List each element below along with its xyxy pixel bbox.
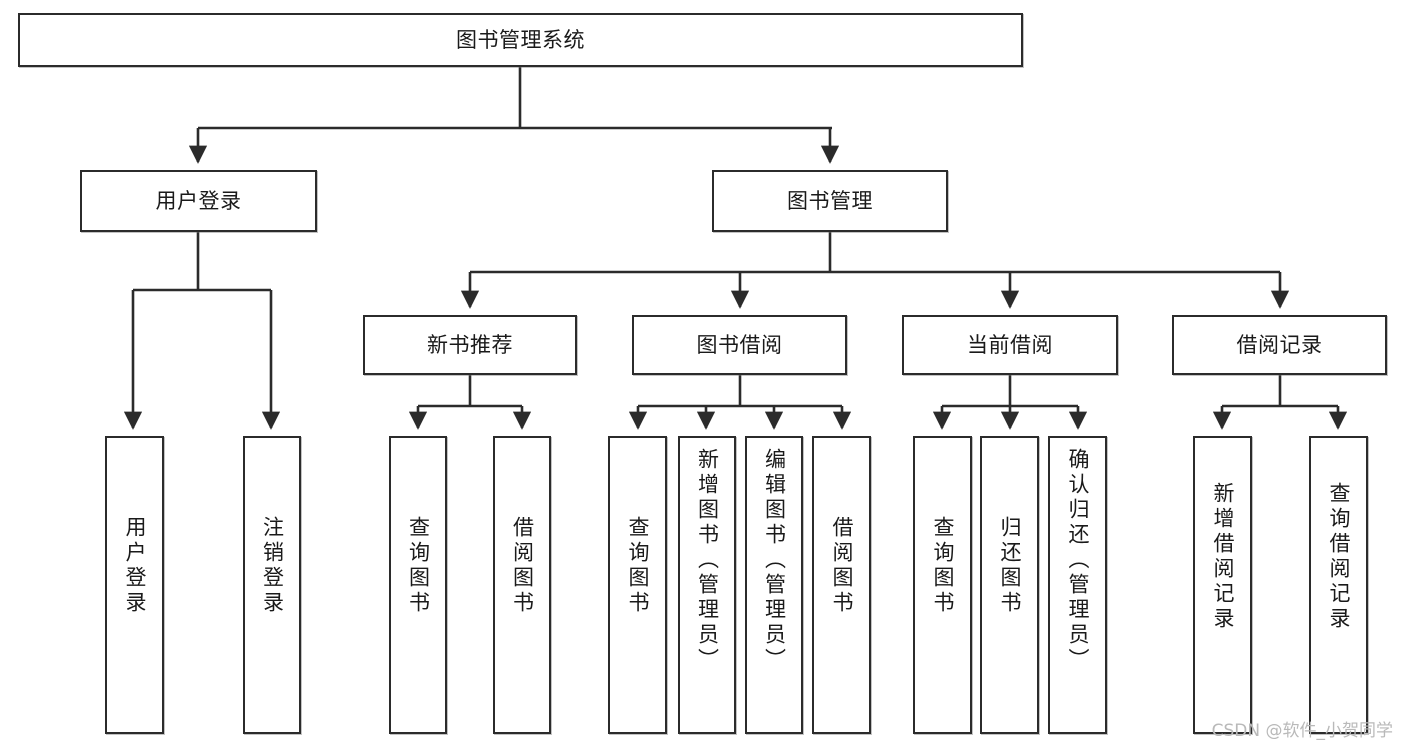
watermark: CSDN @软件_小贺同学: [1211, 721, 1393, 741]
node-new-book-recommend-label: 新书推荐: [427, 332, 513, 357]
node-new-book-recommend[interactable]: 新书推荐: [363, 315, 577, 375]
node-leaf-logout-login-label: 注销登录: [260, 516, 285, 616]
node-borrow-record[interactable]: 借阅记录: [1172, 315, 1387, 375]
node-current-borrow[interactable]: 当前借阅: [902, 315, 1118, 375]
node-leaf-edit-book-label: 编辑图书（管理员）: [762, 448, 787, 673]
node-book-manage[interactable]: 图书管理: [712, 170, 948, 232]
node-leaf-borrow-book-2[interactable]: 借阅图书: [812, 436, 871, 734]
node-leaf-return-book-label: 归还图书: [998, 516, 1022, 616]
node-leaf-query-record-label: 查询借阅记录: [1327, 482, 1351, 632]
node-leaf-query-book-2[interactable]: 查询图书: [608, 436, 667, 734]
node-leaf-user-login-label: 用户登录: [123, 516, 147, 616]
node-book-manage-label: 图书管理: [787, 188, 873, 213]
node-leaf-add-book[interactable]: 新增图书（管理员）: [678, 436, 736, 734]
node-leaf-query-record[interactable]: 查询借阅记录: [1309, 436, 1368, 734]
node-leaf-confirm-return-label: 确认归还（管理员）: [1066, 448, 1090, 673]
node-leaf-logout-login[interactable]: 注销登录: [243, 436, 301, 734]
node-user-login-label: 用户登录: [155, 188, 242, 213]
node-borrow-record-label: 借阅记录: [1236, 332, 1323, 357]
node-leaf-query-book-2-label: 查询图书: [626, 516, 650, 616]
node-leaf-query-book-1-label: 查询图书: [406, 516, 431, 616]
node-leaf-user-login[interactable]: 用户登录: [105, 436, 164, 734]
node-book-borrow-label: 图书借阅: [696, 332, 783, 357]
node-root[interactable]: 图书管理系统: [18, 13, 1023, 67]
node-leaf-query-book-1[interactable]: 查询图书: [389, 436, 447, 734]
node-leaf-add-record[interactable]: 新增借阅记录: [1193, 436, 1252, 734]
node-root-label: 图书管理系统: [456, 27, 585, 52]
node-leaf-edit-book[interactable]: 编辑图书（管理员）: [745, 436, 803, 734]
node-leaf-query-book-3-label: 查询图书: [931, 516, 955, 616]
node-leaf-borrow-book-2-label: 借阅图书: [830, 516, 854, 616]
node-book-borrow[interactable]: 图书借阅: [632, 315, 847, 375]
node-leaf-confirm-return[interactable]: 确认归还（管理员）: [1048, 436, 1107, 734]
node-current-borrow-label: 当前借阅: [967, 332, 1053, 357]
node-user-login[interactable]: 用户登录: [80, 170, 317, 232]
node-leaf-borrow-book-1-label: 借阅图书: [510, 516, 535, 616]
node-leaf-add-book-label: 新增图书（管理员）: [695, 448, 720, 673]
node-leaf-add-record-label: 新增借阅记录: [1211, 482, 1235, 632]
node-leaf-return-book[interactable]: 归还图书: [980, 436, 1039, 734]
node-leaf-query-book-3[interactable]: 查询图书: [913, 436, 972, 734]
node-leaf-borrow-book-1[interactable]: 借阅图书: [493, 436, 551, 734]
